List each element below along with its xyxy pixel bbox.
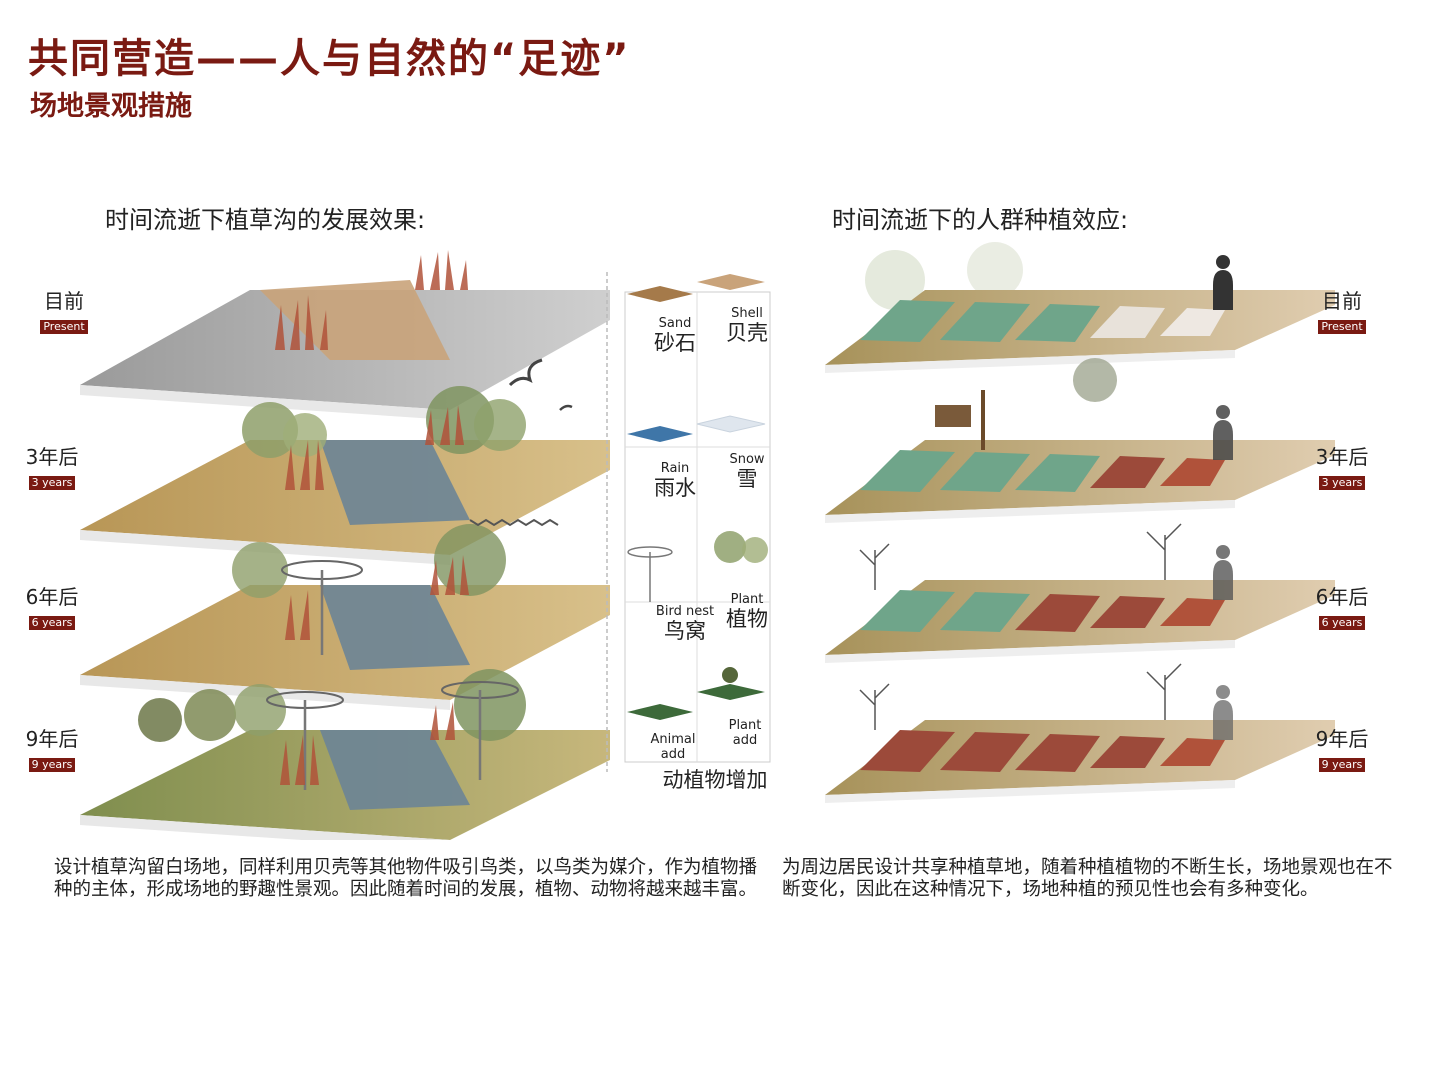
legend-en: Shell xyxy=(731,306,763,321)
legend-sand: Sand 砂石 xyxy=(640,316,710,355)
legend-en: Sand xyxy=(658,316,692,331)
legend-cn: 砂石 xyxy=(654,331,696,355)
sand-swatch xyxy=(627,286,693,302)
time-cn: 9年后 xyxy=(1315,727,1369,751)
person-silhouette xyxy=(1213,270,1233,310)
layer-present xyxy=(80,250,610,420)
time-en-tag: 9 years xyxy=(1318,758,1366,772)
right-description: 为周边居民设计共享种植草地，随着种植植物的不断生长，场地景观也在不断变化，因此在… xyxy=(782,857,1393,900)
planting-layers xyxy=(825,242,1335,803)
right-section-heading: 时间流逝下的人群种植效应: xyxy=(832,206,1129,234)
layer-9-years xyxy=(80,669,610,840)
time-label-3-years-left: 3年后 3 years xyxy=(20,446,84,490)
left-description: 设计植草沟留白场地，同样利用贝壳等其他物件吸引鸟类，以鸟类为媒介，作为植物播种的… xyxy=(54,857,758,900)
time-en-tag: 3 years xyxy=(1318,476,1366,490)
plant-swatch xyxy=(714,531,746,563)
time-cn: 3年后 xyxy=(25,445,79,469)
legend-animal-add: Animal add xyxy=(648,732,698,762)
time-label-9-years-left: 9年后 9 years xyxy=(20,728,84,772)
legend-en: Plant add xyxy=(728,718,762,748)
time-en-tag: 9 years xyxy=(28,758,76,772)
time-cn: 3年后 xyxy=(1315,445,1369,469)
time-en-tag: 6 years xyxy=(1318,616,1366,630)
legend-en: Rain xyxy=(660,461,690,476)
time-label-present-left: 目前 Present xyxy=(32,290,96,334)
time-cn: 6年后 xyxy=(1315,585,1369,609)
plant-add-swatch xyxy=(697,684,765,700)
time-label-present-right: 目前 Present xyxy=(1310,290,1374,334)
time-en-tag: 3 years xyxy=(28,476,76,490)
legend-snow: Snow 雪 xyxy=(712,452,782,491)
time-label-6-years-right: 6年后 6 years xyxy=(1310,586,1374,630)
legend-panel xyxy=(605,272,785,772)
time-cn: 目前 xyxy=(1322,289,1362,313)
time-en-tag: 6 years xyxy=(28,616,76,630)
planting-diagram xyxy=(815,240,1355,810)
time-en-tag: Present xyxy=(1318,320,1366,334)
time-en-tag: Present xyxy=(40,320,88,334)
legend-en: Bird nest xyxy=(655,604,715,619)
planting-9-years xyxy=(825,663,1335,803)
legend-plant-add: Plant add xyxy=(720,718,770,748)
legend-plant: Plant 植物 xyxy=(712,592,782,631)
planting-plots xyxy=(860,300,1225,342)
time-label-3-years-right: 3年后 3 years xyxy=(1310,446,1374,490)
legend-bird-nest: Bird nest 鸟窝 xyxy=(640,604,730,643)
legend-cn: 鸟窝 xyxy=(664,619,706,643)
legend-footer: 动植物增加 xyxy=(650,768,780,792)
legend-en: Snow xyxy=(729,452,765,467)
snow-swatch xyxy=(696,415,766,433)
layer-6-years xyxy=(80,518,610,710)
animal-add-swatch xyxy=(627,704,693,720)
rain-swatch xyxy=(627,426,693,442)
shell-swatch xyxy=(697,274,765,290)
legend-cn: 贝壳 xyxy=(726,321,768,345)
legend-frame xyxy=(606,272,771,772)
legend-rain: Rain 雨水 xyxy=(640,461,710,500)
planting-6-years xyxy=(825,523,1335,663)
legend-shell: Shell 贝壳 xyxy=(712,306,782,345)
legend-en: Plant xyxy=(730,592,764,607)
time-label-9-years-right: 9年后 9 years xyxy=(1310,728,1374,772)
legend-cn: 植物 xyxy=(726,607,768,631)
legend-cn: 雨水 xyxy=(654,476,696,500)
planting-present xyxy=(825,242,1335,373)
legend-en: Animal add xyxy=(650,732,696,762)
left-section-heading: 时间流逝下植草沟的发展效果: xyxy=(105,206,426,234)
bioswale-layers xyxy=(80,250,610,840)
time-cn: 9年后 xyxy=(25,727,79,751)
legend-footer-text: 动植物增加 xyxy=(662,768,768,792)
time-cn: 目前 xyxy=(44,289,84,313)
page-title: 共同营造——人与自然的“足迹” xyxy=(28,36,631,82)
time-label-6-years-left: 6年后 6 years xyxy=(20,586,84,630)
page-subtitle: 场地景观措施 xyxy=(30,91,192,122)
bioswale-diagram xyxy=(70,250,610,840)
planting-3-years xyxy=(825,358,1335,523)
time-cn: 6年后 xyxy=(25,585,79,609)
legend-cn: 雪 xyxy=(736,467,758,491)
signboard xyxy=(935,405,971,427)
